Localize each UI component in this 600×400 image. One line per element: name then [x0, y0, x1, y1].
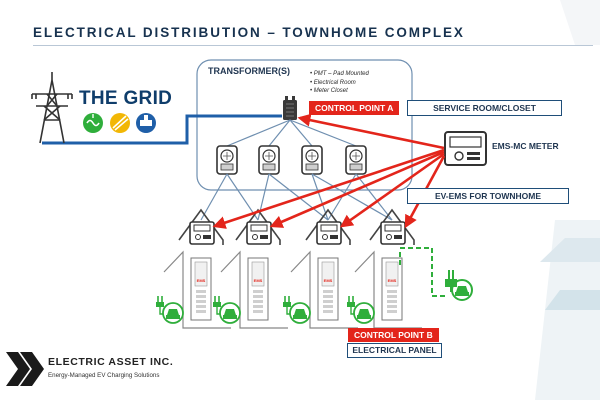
- service-room-label: SERVICE ROOM/CLOSET: [407, 100, 562, 116]
- utility-meter-row: [216, 145, 367, 175]
- ev-charger-icon: [347, 296, 375, 324]
- townhome-icon: EMS: [156, 208, 231, 329]
- electric-asset-logo: [6, 352, 44, 386]
- ev-ems-label: EV-EMS FOR TOWNHOME: [407, 188, 569, 204]
- transformer-to-meter-lines: [226, 119, 357, 147]
- utility-meter-icon: [216, 145, 238, 175]
- house-control-signal-line: [212, 148, 445, 229]
- panel-tag: EMS: [197, 278, 206, 283]
- ev-charger-icon: [283, 296, 311, 324]
- wall-outline: [290, 250, 358, 329]
- wall-outline: [163, 250, 231, 329]
- transformer-option: Electrical Room: [310, 79, 369, 88]
- transformer-options-list: PMT – Pad Mounted Electrical Room Meter …: [310, 70, 369, 96]
- meter-feed-line: [311, 173, 393, 221]
- grid-label: THE GRID: [79, 88, 173, 109]
- company-tagline: Energy-Managed EV Charging Solutions: [48, 372, 160, 379]
- wall-outline: [220, 250, 288, 329]
- transformer-branch-line: [289, 119, 313, 147]
- meter-to-house-lines: [200, 173, 393, 221]
- gas-icon: [136, 113, 156, 133]
- ev-charger-icon: [445, 270, 473, 301]
- transformer-option: PMT – Pad Mounted: [310, 70, 369, 79]
- townhome-row: EMS EMS EMS EMS: [156, 208, 422, 329]
- panel-tag: EMS: [388, 278, 397, 283]
- transformer-branch-line: [268, 119, 291, 147]
- townhome-icon: EMS: [283, 208, 358, 329]
- transformer-title: TRANSFORMER(S): [208, 66, 290, 76]
- electrical-panel-label: ELECTRICAL PANEL: [347, 343, 442, 358]
- decorative-corner-shapes: [535, 0, 600, 400]
- transformer-branch-line: [226, 119, 291, 147]
- townhome-icon: EMS: [213, 208, 288, 329]
- meter-feed-line: [355, 173, 393, 221]
- ems-mc-meter-icon: [444, 131, 487, 166]
- company-name: ELECTRIC ASSET INC.: [48, 356, 174, 368]
- transmission-tower-icon: [31, 72, 73, 144]
- ems-mc-meter-label: EMS-MC METER: [492, 141, 559, 151]
- control-point-b-label: CONTROL POINT B: [348, 328, 439, 342]
- control-signal-lines: [212, 113, 446, 229]
- title-divider: [33, 45, 593, 46]
- ev-charger-icon: [213, 296, 241, 324]
- transformer-option: Meter Closet: [310, 87, 369, 96]
- panel-tag: EMS: [254, 278, 263, 283]
- meter-feed-line: [200, 173, 228, 221]
- page-title: ELECTRICAL DISTRIBUTION – TOWNHOME COMPL…: [33, 25, 465, 40]
- hydro-icon: [83, 113, 103, 133]
- utility-meter-icon: [258, 145, 280, 175]
- grid-feed-line: [42, 114, 282, 145]
- ev-ems-dashed-link: [399, 247, 446, 297]
- control-a-signal-line: [297, 113, 445, 150]
- transformer-icon: [283, 96, 297, 120]
- control-point-a-label: CONTROL POINT A: [309, 101, 400, 115]
- house-control-signal-line: [339, 152, 445, 228]
- panel-tag: EMS: [324, 278, 333, 283]
- townhome-icon: EMS: [347, 208, 422, 329]
- ev-charger-icon: [156, 296, 184, 324]
- solar-icon: [110, 113, 130, 133]
- utility-meter-icon: [345, 145, 367, 175]
- house-control-signal-line: [269, 150, 445, 228]
- utility-meter-icon: [301, 145, 323, 175]
- transformer-enclosure: [196, 59, 413, 191]
